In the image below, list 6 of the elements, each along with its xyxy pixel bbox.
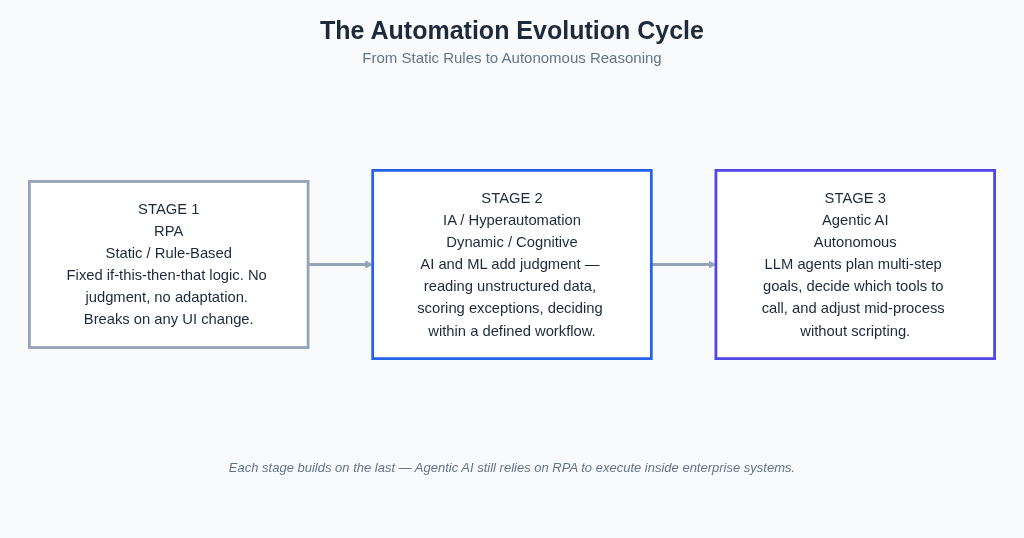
node-box: STAGE 3 Agentic AI Autonomous LLM agents plan multi-step goals, decide which tools to call, and adjust mid-process without scripting. <box>714 168 996 360</box>
node-box: STAGE 2 IA / Hyperautomation Dynamic / Cognitive AI and ML add judgment — reading unstructured data, scoring exceptions, deciding within a defined workflow. <box>371 168 653 360</box>
diagram-title: The Automation Evolution Cycle <box>320 16 704 45</box>
subtitle: From Static Rules to Autonomous Reasoning <box>362 49 662 66</box>
caption: Each stage builds on the last — Agentic AI still relies on RPA to execute inside enterprise systems. <box>228 460 796 475</box>
node-box: STAGE 1 RPA Static / Rule-Based Fixed if-this-then-that logic. No judgment, no adaptation. Breaks on any UI change. <box>28 179 310 349</box>
